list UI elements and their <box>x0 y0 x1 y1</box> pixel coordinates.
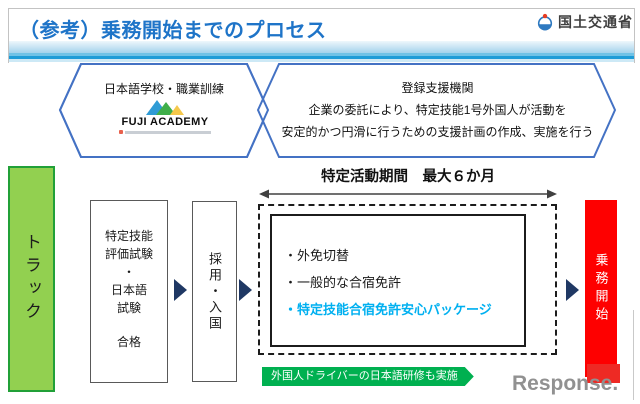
page-title: （参考）乗務開始までのプロセス <box>19 20 327 42</box>
hiring-box-label: 採用・入国 <box>192 201 237 382</box>
mlit-emblem-icon <box>537 13 553 31</box>
ministry-logo: 国土交通省 <box>536 12 633 32</box>
exam-line: 日本語 <box>110 283 147 297</box>
right-arrow-icon <box>239 279 252 301</box>
license-option: ・一般的な合宿免許 <box>284 275 402 290</box>
fuji-tagline-icon <box>119 130 123 134</box>
watermark-text: Response. <box>512 372 619 395</box>
exam-box: 特定技能 評価試験 ・ 日本語 試験 合格 <box>90 200 168 383</box>
fuji-academy-wordmark: FUJI ACADEMY <box>121 116 209 128</box>
banner-support-title: 登録支援機関 <box>401 81 474 95</box>
banner-school-label: 日本語学校・職業訓練 <box>103 82 224 96</box>
exam-result-label: 合格 <box>116 335 141 349</box>
right-arrow-icon <box>174 279 187 301</box>
banner-support-line3: 安定的かつ円滑に行うための支援計画の作成、実施を行う <box>281 125 594 139</box>
license-option-highlight: ・特定技能合宿免許安心パッケージ <box>284 302 492 317</box>
title-underline-band1 <box>9 53 634 56</box>
watermark-divider <box>633 310 634 400</box>
license-option: ・外免切替 <box>284 248 350 263</box>
period-label: 特定活動期間 最大６か月 <box>321 169 495 185</box>
exam-line: 試験 <box>116 301 141 315</box>
exam-line: 特定技能 <box>104 229 153 243</box>
title-underline-band3 <box>9 59 634 62</box>
banner-shapes <box>58 63 617 158</box>
double-arrow-icon <box>259 189 557 199</box>
title-underline-band2 <box>9 56 634 59</box>
exam-line: ・ <box>122 265 135 279</box>
category-track-label: トラック <box>8 166 55 392</box>
title-bar: （参考）乗務開始までのプロセス <box>8 8 635 63</box>
banner-support: 登録支援機関 企業の委託により、特定技能1号外国人が活動を 安定的かつ円滑に行う… <box>270 77 605 143</box>
banner-support-line2: 企業の委託により、特定技能1号外国人が活動を <box>308 103 567 117</box>
fuji-tagline-text-bar <box>125 130 211 134</box>
watermark-red-square <box>587 364 620 383</box>
fuji-tagline <box>95 130 235 134</box>
start-box-label: 乗務開始 <box>585 200 617 377</box>
exam-line: 評価試験 <box>104 247 153 261</box>
ministry-name: 国土交通省 <box>558 14 633 30</box>
license-options-box: ・外免切替 ・一般的な合宿免許 ・特定技能合宿免許安心パッケージ <box>270 214 526 347</box>
fuji-academy-logo: FUJI ACADEMY <box>95 98 235 134</box>
exam-box-text: 特定技能 評価試験 ・ 日本語 試験 <box>91 201 167 317</box>
fuji-mountain-icon <box>95 98 235 115</box>
title-underline-gradient <box>9 41 634 53</box>
right-arrow-icon <box>566 279 579 301</box>
note-banner: 外国人ドライバーの日本語研修も実施 <box>262 367 474 386</box>
